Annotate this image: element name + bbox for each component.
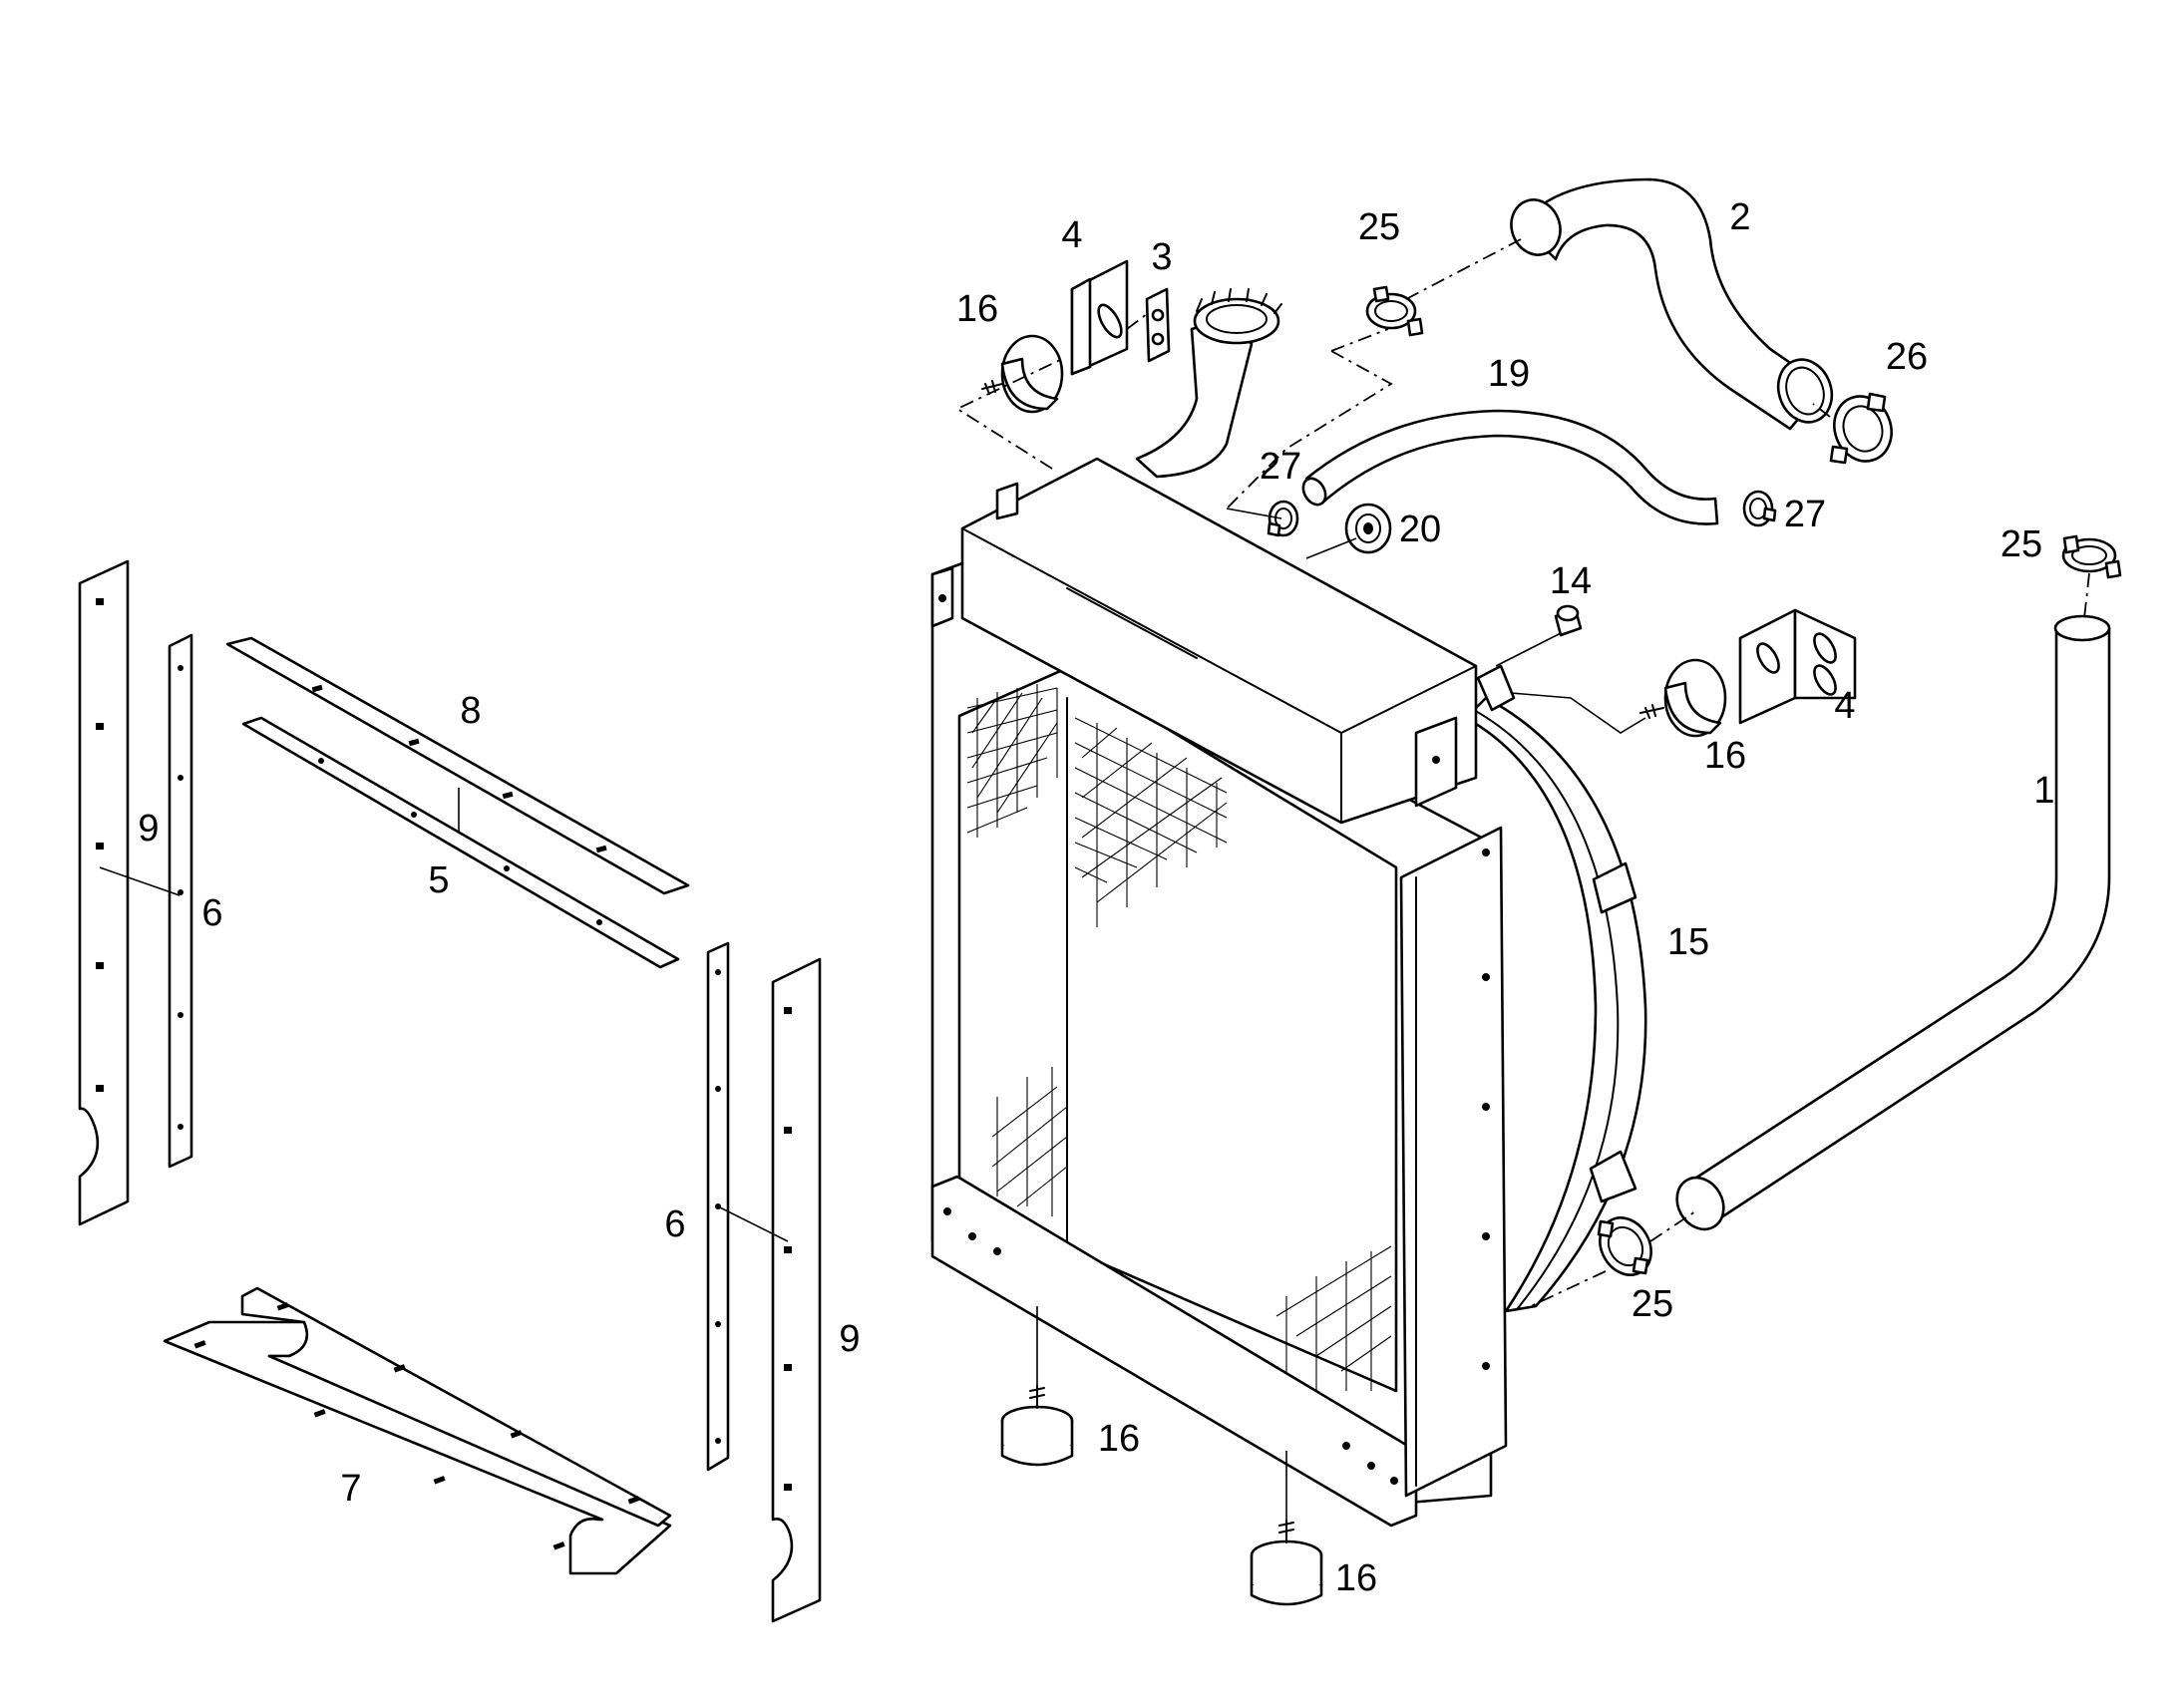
callout-9-right: 9 xyxy=(839,1318,860,1360)
hose-2 xyxy=(1510,177,1834,431)
seal-strip-7 xyxy=(163,1286,672,1575)
seal-strip-9-right xyxy=(771,957,822,1623)
plate-3 xyxy=(1145,287,1171,363)
radiator-mesh xyxy=(966,684,1392,1391)
callout-27-right: 27 xyxy=(1784,494,1826,535)
callout-25-top: 25 xyxy=(1358,206,1400,248)
assembly-centerlines xyxy=(955,238,2090,1521)
leader-6-9-right xyxy=(717,1205,789,1242)
callout-20: 20 xyxy=(1399,509,1441,550)
callout-14: 14 xyxy=(1550,560,1592,602)
callout-1: 1 xyxy=(2033,770,2054,812)
callout-16-right: 16 xyxy=(1704,735,1746,777)
rubber-mount-16-bottom-left xyxy=(1000,1385,1074,1467)
callout-6-right: 6 xyxy=(664,1203,685,1245)
hose-1 xyxy=(1675,614,2111,1231)
callout-25-bottom: 25 xyxy=(1632,1283,1673,1325)
callout-3: 3 xyxy=(1151,236,1172,278)
hose-19 xyxy=(1301,409,1719,525)
hose-clamp-25-bottom xyxy=(1597,1216,1652,1276)
callout-5: 5 xyxy=(428,859,449,901)
rubber-mount-16-right xyxy=(1639,658,1727,738)
callout-19: 19 xyxy=(1488,353,1530,395)
callout-9-left: 9 xyxy=(138,808,159,850)
callout-2: 2 xyxy=(1729,196,1750,238)
fan-shroud-15 xyxy=(1464,696,1647,1313)
hose-clamp-27-left xyxy=(1267,500,1299,537)
seal-strip-5 xyxy=(241,716,680,969)
callout-15: 15 xyxy=(1667,921,1709,963)
plug-14 xyxy=(1554,604,1583,637)
callout-16-bottom-left: 16 xyxy=(1098,1418,1140,1460)
callout-8: 8 xyxy=(460,690,481,732)
callout-27-left: 27 xyxy=(1260,446,1301,488)
seal-strip-8 xyxy=(225,636,690,895)
seal-strip-9-left xyxy=(78,559,130,1226)
hose-clamp-25-top xyxy=(1365,285,1424,337)
callout-7: 7 xyxy=(340,1468,361,1510)
callout-4-right: 4 xyxy=(1834,685,1855,727)
hose-clamp-27-right xyxy=(1742,490,1777,527)
leader-9-6-left xyxy=(99,866,181,896)
rubber-mount-16-top xyxy=(981,334,1064,414)
radiator-core xyxy=(930,288,1516,1528)
callout-25-right: 25 xyxy=(2000,523,2042,565)
rubber-mount-16-bottom-right xyxy=(1250,1520,1323,1606)
callout-6-left: 6 xyxy=(201,892,222,934)
bracket-4-top xyxy=(1070,259,1129,376)
callout-16-bottom-right: 16 xyxy=(1335,1557,1377,1599)
hose-clamp-26 xyxy=(1829,392,1893,465)
grommet-20 xyxy=(1344,503,1392,554)
seal-strip-6-left xyxy=(168,633,193,1169)
hose-clamp-25-right xyxy=(2061,534,2122,579)
callout-26: 26 xyxy=(1886,336,1928,378)
callout-4-top: 4 xyxy=(1061,214,1082,256)
callout-16-top: 16 xyxy=(956,288,998,330)
bracket-4-right xyxy=(1738,608,1857,725)
